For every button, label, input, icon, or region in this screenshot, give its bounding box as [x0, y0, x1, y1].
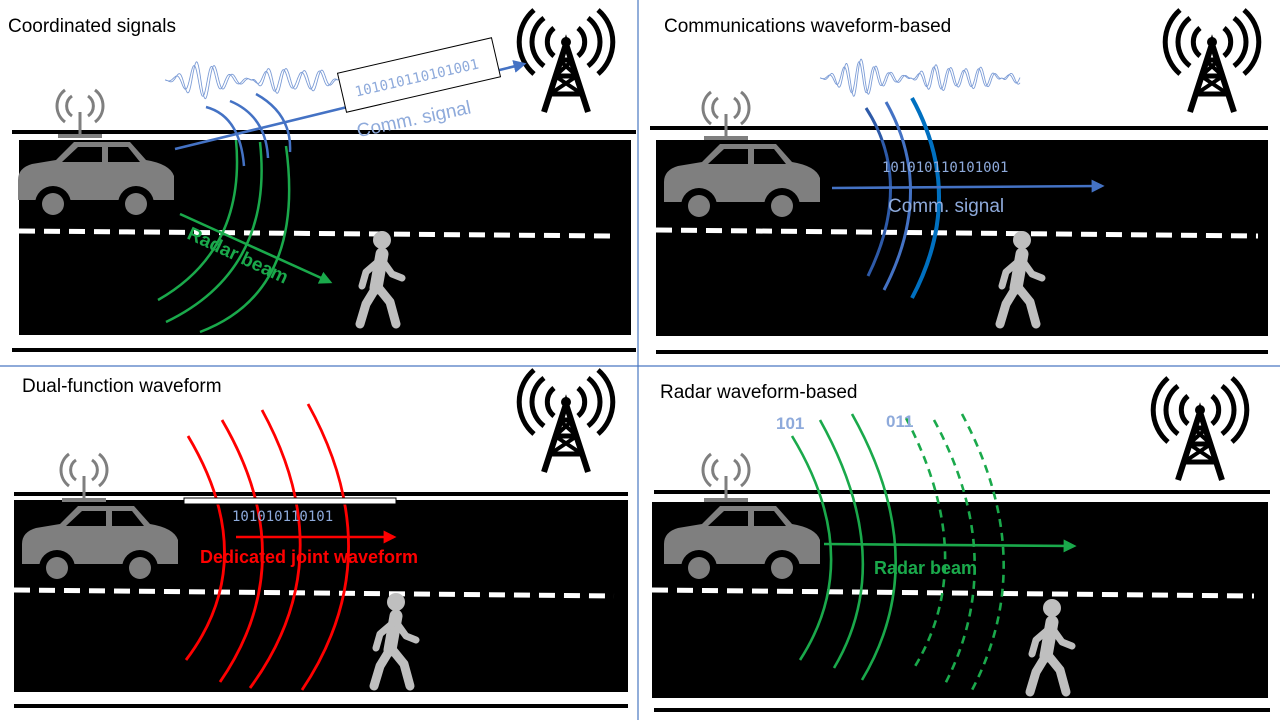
panel-title: Coordinated signals — [8, 16, 176, 37]
comm-signal-arrow — [831, 179, 1105, 193]
comm-signal-label: Comm. signal — [888, 196, 1004, 217]
panel-title: Dual-function waveform — [22, 376, 222, 397]
radar-wavefronts — [157, 139, 291, 334]
cell-tower-icon — [519, 10, 613, 112]
radar-beam-arrow — [179, 212, 333, 284]
panel-radar-waveform-based: Radar waveform-based 101 011 Radar beam — [651, 378, 1270, 712]
panel-coordinated-signals: Coordinated signals 101010110101001 Comm… — [8, 10, 636, 352]
cell-tower-icon — [1153, 378, 1247, 480]
waveform-icon — [819, 58, 1021, 97]
radar-beam-label: Radar beam — [874, 558, 977, 578]
radar-wavefronts-dashed — [904, 413, 1005, 691]
cell-tower-icon — [1165, 10, 1259, 112]
panel-dual-function-waveform: Dual-function waveform 101010110101 Dedi… — [13, 370, 628, 708]
lane-divider — [13, 587, 615, 599]
bits-label: 101010110101 — [232, 509, 333, 525]
bits-box — [183, 497, 397, 505]
bits-b-label: 011 — [886, 412, 913, 431]
joint-wavefronts — [184, 403, 350, 691]
waveform-icon — [164, 61, 356, 100]
bits-box — [336, 37, 502, 113]
comm-wavefronts — [205, 92, 292, 167]
panel-comm-waveform-based: Communications waveform-based 1010101101… — [650, 10, 1268, 354]
lane-divider — [655, 227, 1259, 239]
bits-a-label: 101 — [776, 414, 804, 433]
radar-wavefronts — [790, 413, 897, 681]
bits-label: 101010110101001 — [882, 160, 1008, 176]
radar-beam-arrow — [823, 539, 1077, 553]
panel-title: Radar waveform-based — [660, 382, 857, 403]
joint-waveform-label: Dedicated joint waveform — [200, 547, 418, 567]
cell-tower-icon — [519, 370, 613, 472]
lane-divider — [651, 587, 1255, 599]
panel-title: Communications waveform-based — [664, 16, 951, 37]
